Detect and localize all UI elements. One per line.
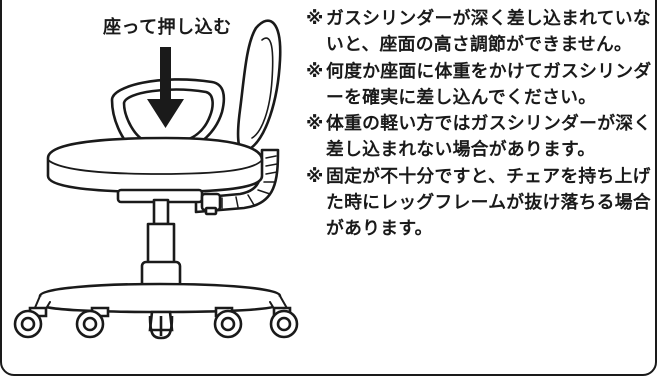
- note-mark: ※: [306, 113, 324, 135]
- note-text: ガスシリンダーが深く差し込まれていないと、座面の高さ調節ができません。: [326, 8, 651, 56]
- panel-frame: [0, 0, 657, 376]
- note-text: 固定が不十分ですと、チェアを持ち上げた時にレッグフレームが抜け落ちる場合がありま…: [326, 165, 651, 240]
- base-legs: [38, 282, 282, 314]
- caster-wheel: [75, 306, 110, 339]
- note-mark: ※: [306, 8, 324, 29]
- note-item: ※ 体重の軽い方ではガスシリンダーが深く差し込まれない場合があります。: [306, 111, 656, 164]
- notes-list: ※ ガスシリンダーが深く差し込まれていないと、座面の高さ調節ができません。 ※ …: [306, 6, 656, 243]
- figure-caption: 座って押し込む: [103, 17, 232, 38]
- caster-wheel: [269, 306, 299, 339]
- note-item: ※ 固定が不十分ですと、チェアを持ち上げた時にレッグフレームが抜け落ちる場合があ…: [306, 164, 656, 243]
- office-chair-illustration: [13, 19, 299, 340]
- note-text: 何度か座面に体重をかけてガスシリンダーを確実に差し込んでください。: [326, 60, 652, 108]
- note-mark: ※: [306, 60, 324, 82]
- caster-wheel: [213, 306, 243, 339]
- note-item: ※ 何度か座面に体重をかけてガスシリンダーを確実に差し込んでください。: [306, 59, 656, 112]
- down-arrow-icon: [147, 47, 184, 128]
- note-mark: ※: [306, 165, 324, 187]
- caster-wheel: [148, 310, 174, 340]
- caster-wheel: [13, 306, 48, 339]
- seat-cushion: [46, 136, 264, 194]
- note-text: 体重の軽い方ではガスシリンダーが深く差し込まれない場合があります。: [326, 113, 652, 161]
- note-item: ※ ガスシリンダーが深く差し込まれていないと、座面の高さ調節ができません。: [306, 6, 656, 59]
